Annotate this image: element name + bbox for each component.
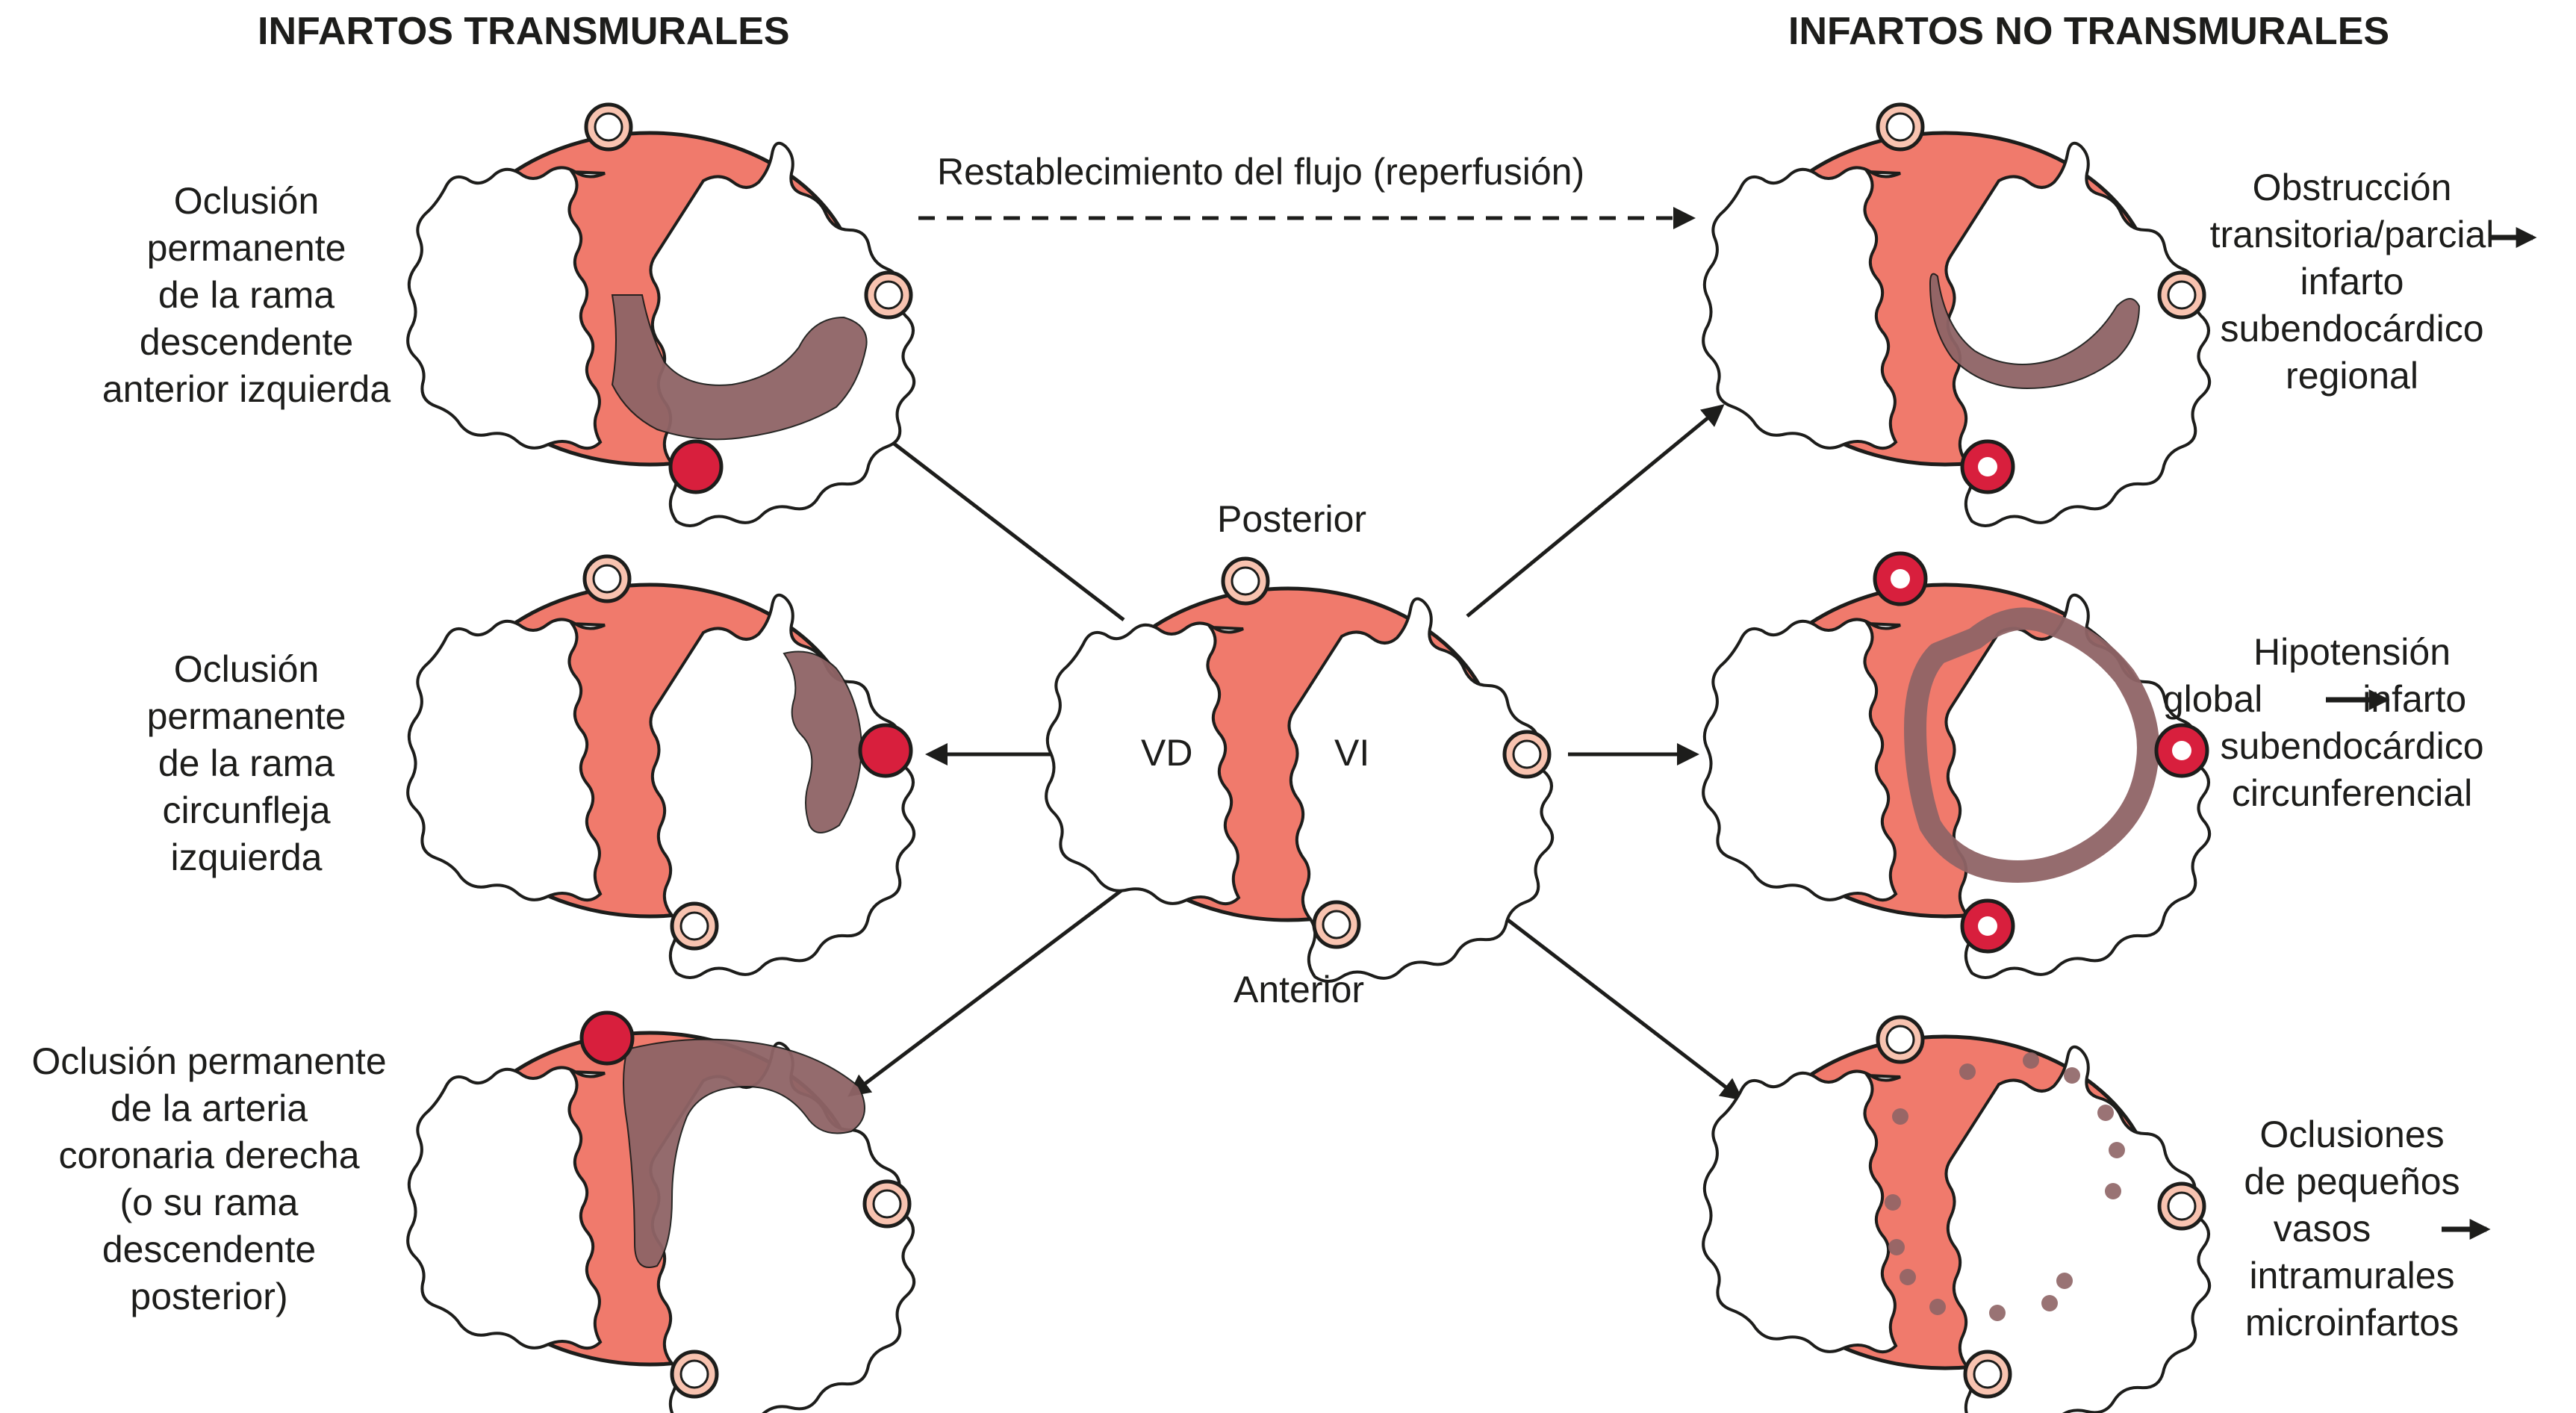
description-line: global infarto [2163,676,2516,723]
artery-lumen [2172,741,2191,760]
occluded-artery-icon [858,723,913,778]
description-line: Oclusión [173,648,320,690]
description-word: infarto [2362,678,2467,720]
artery-icon [1973,1359,2003,1389]
description-line: Oclusión permanente [31,1040,387,1082]
left-panel-1-description: Oclusión permanente de la rama descenden… [82,178,411,413]
description-line: anterior izquierda [102,368,391,410]
heart-cross-section-icon [408,1033,914,1413]
description-line: intramurales [2249,1255,2455,1296]
description-line: subendocárdico [2220,725,2484,767]
direction-arrows [847,207,1743,1101]
description-line: transitoria/parcial [2209,214,2495,255]
description-line: Oclusión [173,180,320,222]
infarct-region [623,1038,865,1268]
description-line: vasos [2273,1208,2371,1249]
artery-icon [2167,280,2197,310]
lv-label: VI [1334,732,1370,774]
description-line: Oclusiones [2259,1114,2445,1155]
infarct-region [1929,273,2141,390]
artery-lumen [1978,916,1997,936]
description-line: infarto [2300,261,2404,302]
artery-icon [1322,910,1351,940]
description-line: posterior) [130,1276,288,1317]
infarct-region [1904,607,2159,883]
artery-icon [2167,1191,2197,1221]
heart-cross-section-icon [408,585,914,978]
infarct-region [783,650,863,833]
center-heart-cross-section [1046,589,1552,981]
right-panel-1-description: Obstrucción transitoria/parcial infarto … [2188,164,2516,400]
description-line: permanente [146,695,346,737]
artery-icon [679,1359,709,1389]
occluded-artery-icon [579,1010,635,1066]
infarct-region [611,294,868,441]
description-line: Obstrucción [2252,167,2452,208]
artery-icon [872,1189,902,1219]
description-line: circunfleja [162,789,331,831]
occluded-artery-icon [668,439,724,494]
description-word: global [2162,678,2263,720]
description-line: de la rama [158,742,335,784]
artery-icon [592,564,622,594]
description-line: de la rama [158,274,335,316]
arrow-to-anterior-descending [847,408,1125,621]
description-line: descendente [139,321,354,363]
heart-cross-section-icon [1703,133,2209,526]
description-line: descendente [102,1229,317,1270]
right-panel-2-description: Hipotensión global infarto subendocárdic… [2163,629,2516,817]
rv-label: VD [1141,732,1193,774]
description-line: permanente [146,227,346,269]
arrow-to-partial-obstruction [1466,404,1725,618]
artery-lumen [1978,457,1997,476]
artery-icon [1885,112,1915,142]
header-non-transmural: INFARTOS NO TRANSMURALES [1788,10,2390,53]
description-line: Hipotensión [2253,631,2451,673]
arrow-to-small-vessels [1466,887,1743,1101]
artery-icon [679,911,709,941]
posterior-label: Posterior [1217,498,1367,540]
description-line: microinfartos [2244,1302,2460,1344]
artery-icon [1885,1025,1915,1055]
arrow-to-right-coronary [847,887,1125,1097]
heart-cross-section-icon [1703,1037,2209,1413]
header-transmural: INFARTOS TRANSMURALES [258,10,790,53]
artery-icon [594,112,623,142]
description-line: subendocárdico [2220,308,2484,350]
description-line: izquierda [170,836,323,878]
left-panel-2-description: Oclusión permanente de la rama circunfle… [82,646,411,881]
description-line: (o su rama [119,1181,299,1223]
left-panel-3-description: Oclusión permanente de la arteria corona… [7,1038,411,1320]
description-line: de la arteria [110,1087,308,1129]
reperfusion-label: Restablecimiento del flujo (reperfusión) [937,151,1585,193]
heart-cross-section-icon [1703,585,2209,978]
heart-cross-section-icon [408,133,914,526]
description-line: circunferencial [2231,772,2473,814]
artery-icon [874,280,903,310]
description-line: coronaria derecha [58,1134,360,1176]
artery-icon [1231,566,1260,596]
anterior-label: Anterior [1233,969,1365,1010]
description-line: de pequeños [2244,1161,2460,1202]
artery-lumen [1891,569,1910,589]
right-panel-3-description: Oclusiones de pequeños vasos intramurale… [2188,1111,2516,1347]
description-line: regional [2286,355,2418,397]
microinfarct-dots [1885,1052,2125,1321]
artery-icon [1512,739,1542,769]
